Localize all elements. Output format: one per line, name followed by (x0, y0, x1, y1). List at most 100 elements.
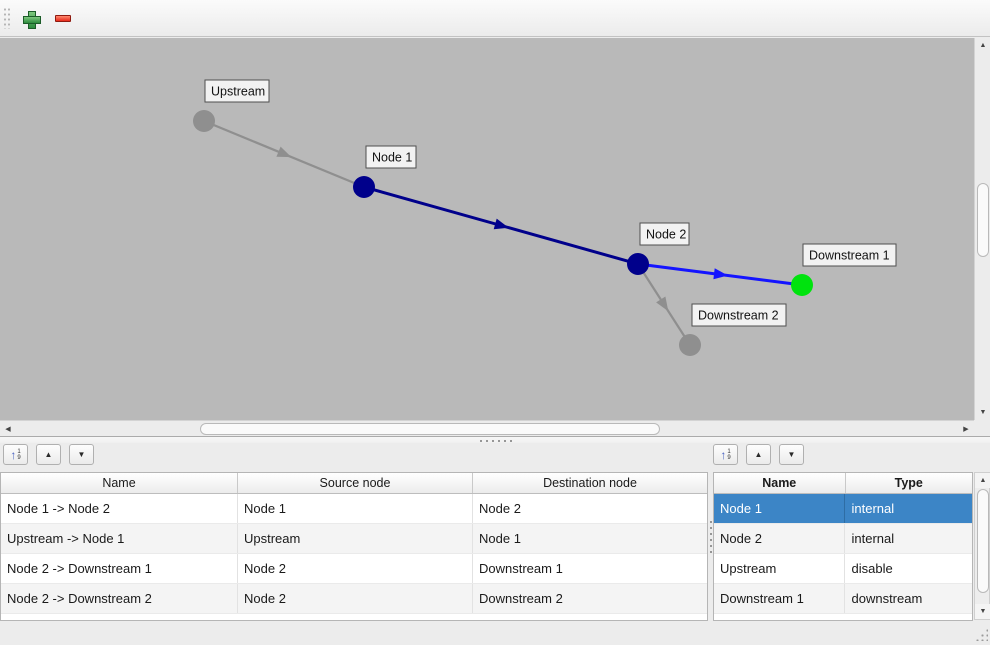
table-cell[interactable]: Node 2 -> Downstream 2 (1, 584, 238, 613)
column-header-name[interactable]: Name (714, 473, 846, 493)
scroll-down-arrow[interactable]: ▼ (975, 405, 990, 420)
column-header-destination-node[interactable]: Destination node (543, 476, 637, 490)
table-cell[interactable]: Downstream 1 (479, 561, 563, 576)
splitter-grip-dots (709, 519, 713, 553)
table-cell[interactable]: Upstream -> Node 1 (1, 524, 238, 553)
edges-move-down-button[interactable]: ▼ (69, 444, 94, 465)
node-label-box (204, 79, 270, 103)
horizontal-scroll-thumb[interactable] (200, 423, 660, 435)
move-down-icon: ▼ (77, 449, 86, 459)
table-row[interactable]: Node 2 internal (714, 524, 972, 554)
scroll-right-arrow[interactable]: ▶ (958, 421, 974, 436)
toolbar-drag-handle[interactable] (3, 7, 11, 29)
scroll-down-arrow[interactable]: ▼ (975, 604, 990, 619)
graph-node[interactable] (679, 334, 701, 356)
node-label-text: Downstream 1 (809, 249, 890, 263)
canvas-vertical-scrollbar[interactable]: ▲ ▼ (974, 38, 990, 420)
table-cell[interactable]: disable (851, 561, 893, 576)
node-label[interactable]: Downstream 1 (802, 243, 897, 267)
edge-arrow-icon (713, 268, 728, 280)
table-cell[interactable]: Node 2 -> Downstream 1 (1, 554, 238, 583)
node-label[interactable]: Node 2 (639, 222, 690, 246)
nodes-move-down-button[interactable]: ▼ (779, 444, 804, 465)
vertical-scroll-thumb[interactable] (977, 489, 989, 593)
node-label-box (639, 222, 690, 246)
canvas-horizontal-scrollbar[interactable]: ◀ ▶ (0, 420, 974, 436)
edges-table-header: Name Source node Destination node (1, 473, 707, 494)
table-empty-filler (1, 614, 707, 620)
column-header-source-node[interactable]: Source node (238, 473, 473, 493)
nodes-table-header: Name Type (714, 473, 972, 494)
nodes-move-up-button[interactable]: ▲ (746, 444, 771, 465)
node-label[interactable]: Node 1 (365, 145, 417, 169)
node-label-text: Downstream 2 (698, 309, 779, 323)
table-cell[interactable]: downstream (851, 591, 923, 606)
column-header-type[interactable]: Type (894, 476, 923, 490)
table-cell[interactable]: Downstream 2 (479, 591, 563, 606)
nodes-table-scrollbar[interactable]: ▲ ▼ (974, 472, 990, 620)
table-cell[interactable]: Node 2 (238, 554, 473, 583)
graph-node[interactable] (353, 176, 375, 198)
move-up-icon: ▲ (754, 449, 763, 459)
splitter-grip-dots (478, 439, 512, 443)
table-cell[interactable]: Node 2 (714, 524, 846, 553)
add-button[interactable] (18, 6, 44, 31)
table-cell[interactable]: Node 2 (479, 501, 521, 516)
node-label-box (365, 145, 417, 169)
table-cell[interactable]: internal (851, 531, 895, 546)
pane-splitter-vertical[interactable] (708, 443, 713, 635)
node-label[interactable]: Downstream 2 (691, 303, 787, 327)
graph-node[interactable] (791, 274, 813, 296)
table-cell[interactable]: Node 1 (714, 494, 846, 523)
table-row[interactable]: Upstream disable (714, 554, 972, 584)
column-header-name[interactable]: Name (1, 473, 238, 493)
table-cell[interactable]: internal (851, 501, 895, 516)
window-resize-grip[interactable] (975, 628, 988, 641)
edges-move-up-button[interactable]: ▲ (36, 444, 61, 465)
plus-icon (23, 10, 41, 29)
edge-arrow-icon (493, 218, 509, 230)
move-up-icon: ▲ (44, 449, 53, 459)
node-label-text: Node 1 (372, 151, 412, 165)
scroll-up-arrow[interactable]: ▲ (975, 473, 990, 488)
table-cell[interactable]: Node 1 (238, 494, 473, 523)
table-cell[interactable]: Upstream (238, 524, 473, 553)
vertical-scroll-thumb[interactable] (977, 183, 989, 257)
graph-node[interactable] (193, 110, 215, 132)
scrollbar-corner (974, 420, 990, 436)
table-cell[interactable]: Node 1 (479, 531, 521, 546)
canvas-background (0, 38, 974, 420)
node-label-text: Upstream (211, 85, 265, 99)
table-cell[interactable]: Downstream 1 (714, 584, 846, 613)
table-cell[interactable]: Node 2 (238, 584, 473, 613)
table-cell[interactable]: Upstream (714, 554, 846, 583)
pane-splitter-horizontal[interactable] (0, 436, 990, 443)
main-toolbar (0, 0, 990, 37)
edges-table: Name Source node Destination node Node 1… (0, 472, 708, 621)
remove-button[interactable] (50, 6, 76, 31)
graph-node[interactable] (627, 253, 649, 275)
edge-arrow-icon (276, 146, 292, 158)
table-row[interactable]: Node 1 internal (714, 494, 972, 524)
scroll-left-arrow[interactable]: ◀ (0, 421, 16, 436)
node-label[interactable]: Upstream (204, 79, 270, 103)
table-cell[interactable]: Node 1 -> Node 2 (1, 494, 238, 523)
table-empty-filler (714, 614, 972, 620)
node-label-box (802, 243, 897, 267)
node-label-text: Node 2 (646, 228, 686, 242)
scroll-up-arrow[interactable]: ▲ (975, 38, 990, 53)
table-row[interactable]: Downstream 1 downstream (714, 584, 972, 614)
move-down-icon: ▼ (787, 449, 796, 459)
